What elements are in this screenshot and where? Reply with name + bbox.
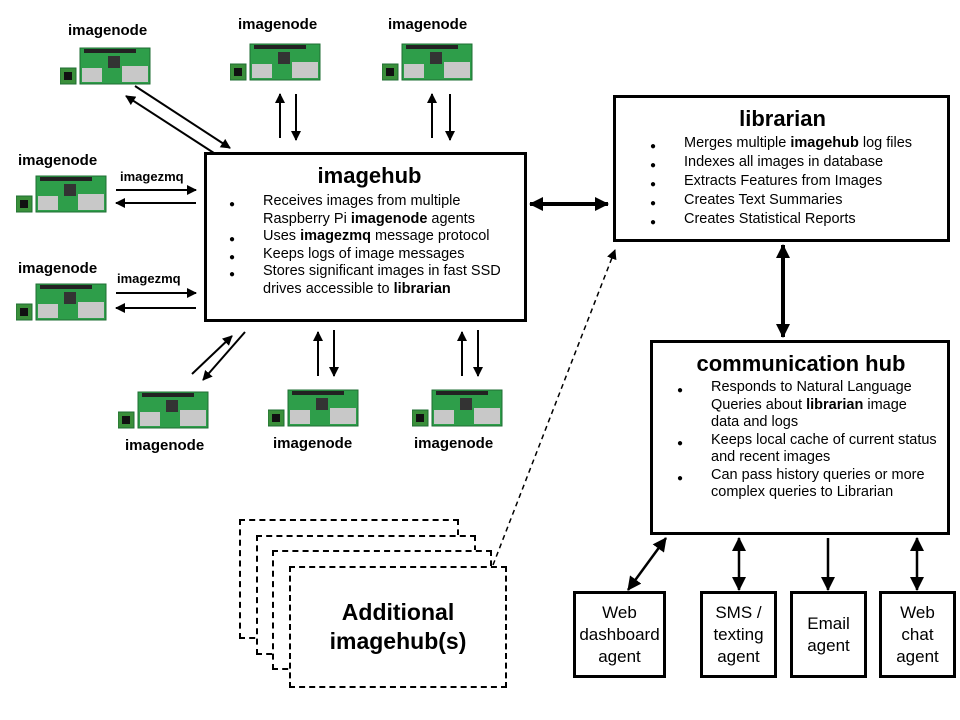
imagehub-title: imagehub	[317, 163, 422, 188]
arrow-additional-librarian	[492, 249, 617, 566]
arrow-hub-to-topleft	[125, 95, 218, 156]
arrow-botleft-to-hub	[191, 335, 233, 375]
communication-hub-box: communication hub Responds to Natural La…	[650, 340, 950, 535]
raspberry-pi-icon	[412, 389, 503, 427]
bullet-item: Indexes all images in database	[646, 153, 939, 175]
raspberry-pi-icon	[382, 43, 473, 81]
raspberry-pi-icon	[16, 283, 107, 321]
raspberry-pi-icon	[16, 175, 107, 213]
librarian-list: Merges multiple imagehub log filesIndexe…	[646, 134, 939, 232]
communication-hub-title: communication hub	[696, 351, 906, 376]
bullet-item: Uses imagezmq message protocol	[225, 228, 514, 248]
imagenode-label-top2: imagenode	[238, 16, 318, 33]
web-dashboard-agent-box: Web dashboard agent	[573, 591, 666, 678]
arrow-topleft-to-hub	[134, 85, 231, 149]
arrow-commhub-webdash	[626, 537, 668, 591]
bullet-text-before: Receives images from multiple Raspberry …	[263, 193, 461, 227]
bullet-item: Extracts Features from Images	[646, 172, 939, 194]
bullet-text-bold: librarian	[393, 280, 451, 297]
bullet-text-before: Responds to Natural Language Queries abo…	[711, 379, 912, 413]
bullet-item: Receives images from multiple Raspberry …	[225, 193, 514, 228]
bullet-item: Creates Text Summaries	[646, 191, 939, 213]
additional-imagehub-line1: Additional	[341, 599, 455, 625]
imagenode-label-bot1: imagenode	[125, 437, 205, 454]
raspberry-pi-icon	[230, 43, 321, 81]
bullet-text-before: Keeps local cache of current status and …	[711, 431, 937, 466]
bullet-text-after: log files	[858, 135, 913, 151]
bullet-text-before: Indexes all images in database	[684, 154, 884, 170]
web-chat-agent-box: Web chat agent	[879, 591, 956, 678]
bullet-item: Creates Statistical Reports	[646, 210, 939, 232]
imagenode-label-top1: imagenode	[68, 22, 148, 39]
imagenode-label-bot3: imagenode	[414, 435, 494, 452]
imagenode-label-left2: imagenode	[18, 260, 98, 277]
bullet-item: Keeps local cache of current status and …	[673, 432, 939, 467]
raspberry-pi-icon	[60, 47, 151, 85]
bullet-item: Responds to Natural Language Queries abo…	[673, 379, 939, 432]
communication-hub-list: Responds to Natural Language Queries abo…	[673, 379, 939, 502]
additional-imagehub-box: Additional imagehub(s)	[289, 566, 507, 688]
bullet-text-after: agents	[427, 210, 475, 227]
bullet-text-before: Extracts Features from Images	[684, 173, 883, 189]
imagenode-label-bot2: imagenode	[273, 435, 353, 452]
bullet-text-before: Merges multiple	[684, 135, 791, 151]
bullet-text-bold: imagenode	[350, 210, 428, 227]
raspberry-pi-icon	[118, 391, 209, 429]
bullet-text-bold: librarian	[806, 396, 864, 413]
librarian-title: librarian	[739, 106, 826, 131]
bullet-text-bold: imagezmq	[300, 228, 371, 244]
raspberry-pi-icon	[268, 389, 359, 427]
imagezmq-label-1: imagezmq	[120, 169, 184, 184]
bullet-item: Stores significant images in fast SSD dr…	[225, 263, 514, 298]
arrow-hub-to-botleft	[202, 331, 246, 381]
imagenode-label-top3: imagenode	[388, 16, 468, 33]
sms-texting-agent-box: SMS / texting agent	[700, 591, 777, 678]
bullet-text-before: Uses	[263, 228, 301, 244]
imagehub-list: Receives images from multiple Raspberry …	[225, 193, 514, 298]
bullet-text-before: Can pass history queries or more complex…	[711, 466, 925, 501]
bullet-text-before: Stores significant images in fast SSD dr…	[263, 263, 501, 297]
imagenode-label-left1: imagenode	[18, 152, 98, 169]
bullet-text-before: Creates Text Summaries	[684, 192, 843, 208]
bullet-item: Keeps logs of image messages	[225, 245, 514, 266]
bullet-text-after: message protocol	[371, 228, 490, 244]
bullet-item: Merges multiple imagehub log files	[646, 134, 939, 156]
additional-imagehub-line2: imagehub(s)	[329, 628, 467, 654]
bullet-text-before: Creates Statistical Reports	[684, 211, 856, 227]
imagezmq-label-2: imagezmq	[117, 271, 181, 286]
librarian-box: librarian Merges multiple imagehub log f…	[613, 95, 950, 242]
bullet-item: Can pass history queries or more complex…	[673, 467, 939, 502]
email-agent-box: Email agent	[790, 591, 867, 678]
bullet-text-after: image data and logs	[711, 396, 907, 431]
imagehub-box: imagehub Receives images from multiple R…	[204, 152, 527, 322]
bullet-text-before: Keeps logs of image messages	[263, 245, 465, 262]
bullet-text-bold: imagehub	[790, 135, 859, 151]
